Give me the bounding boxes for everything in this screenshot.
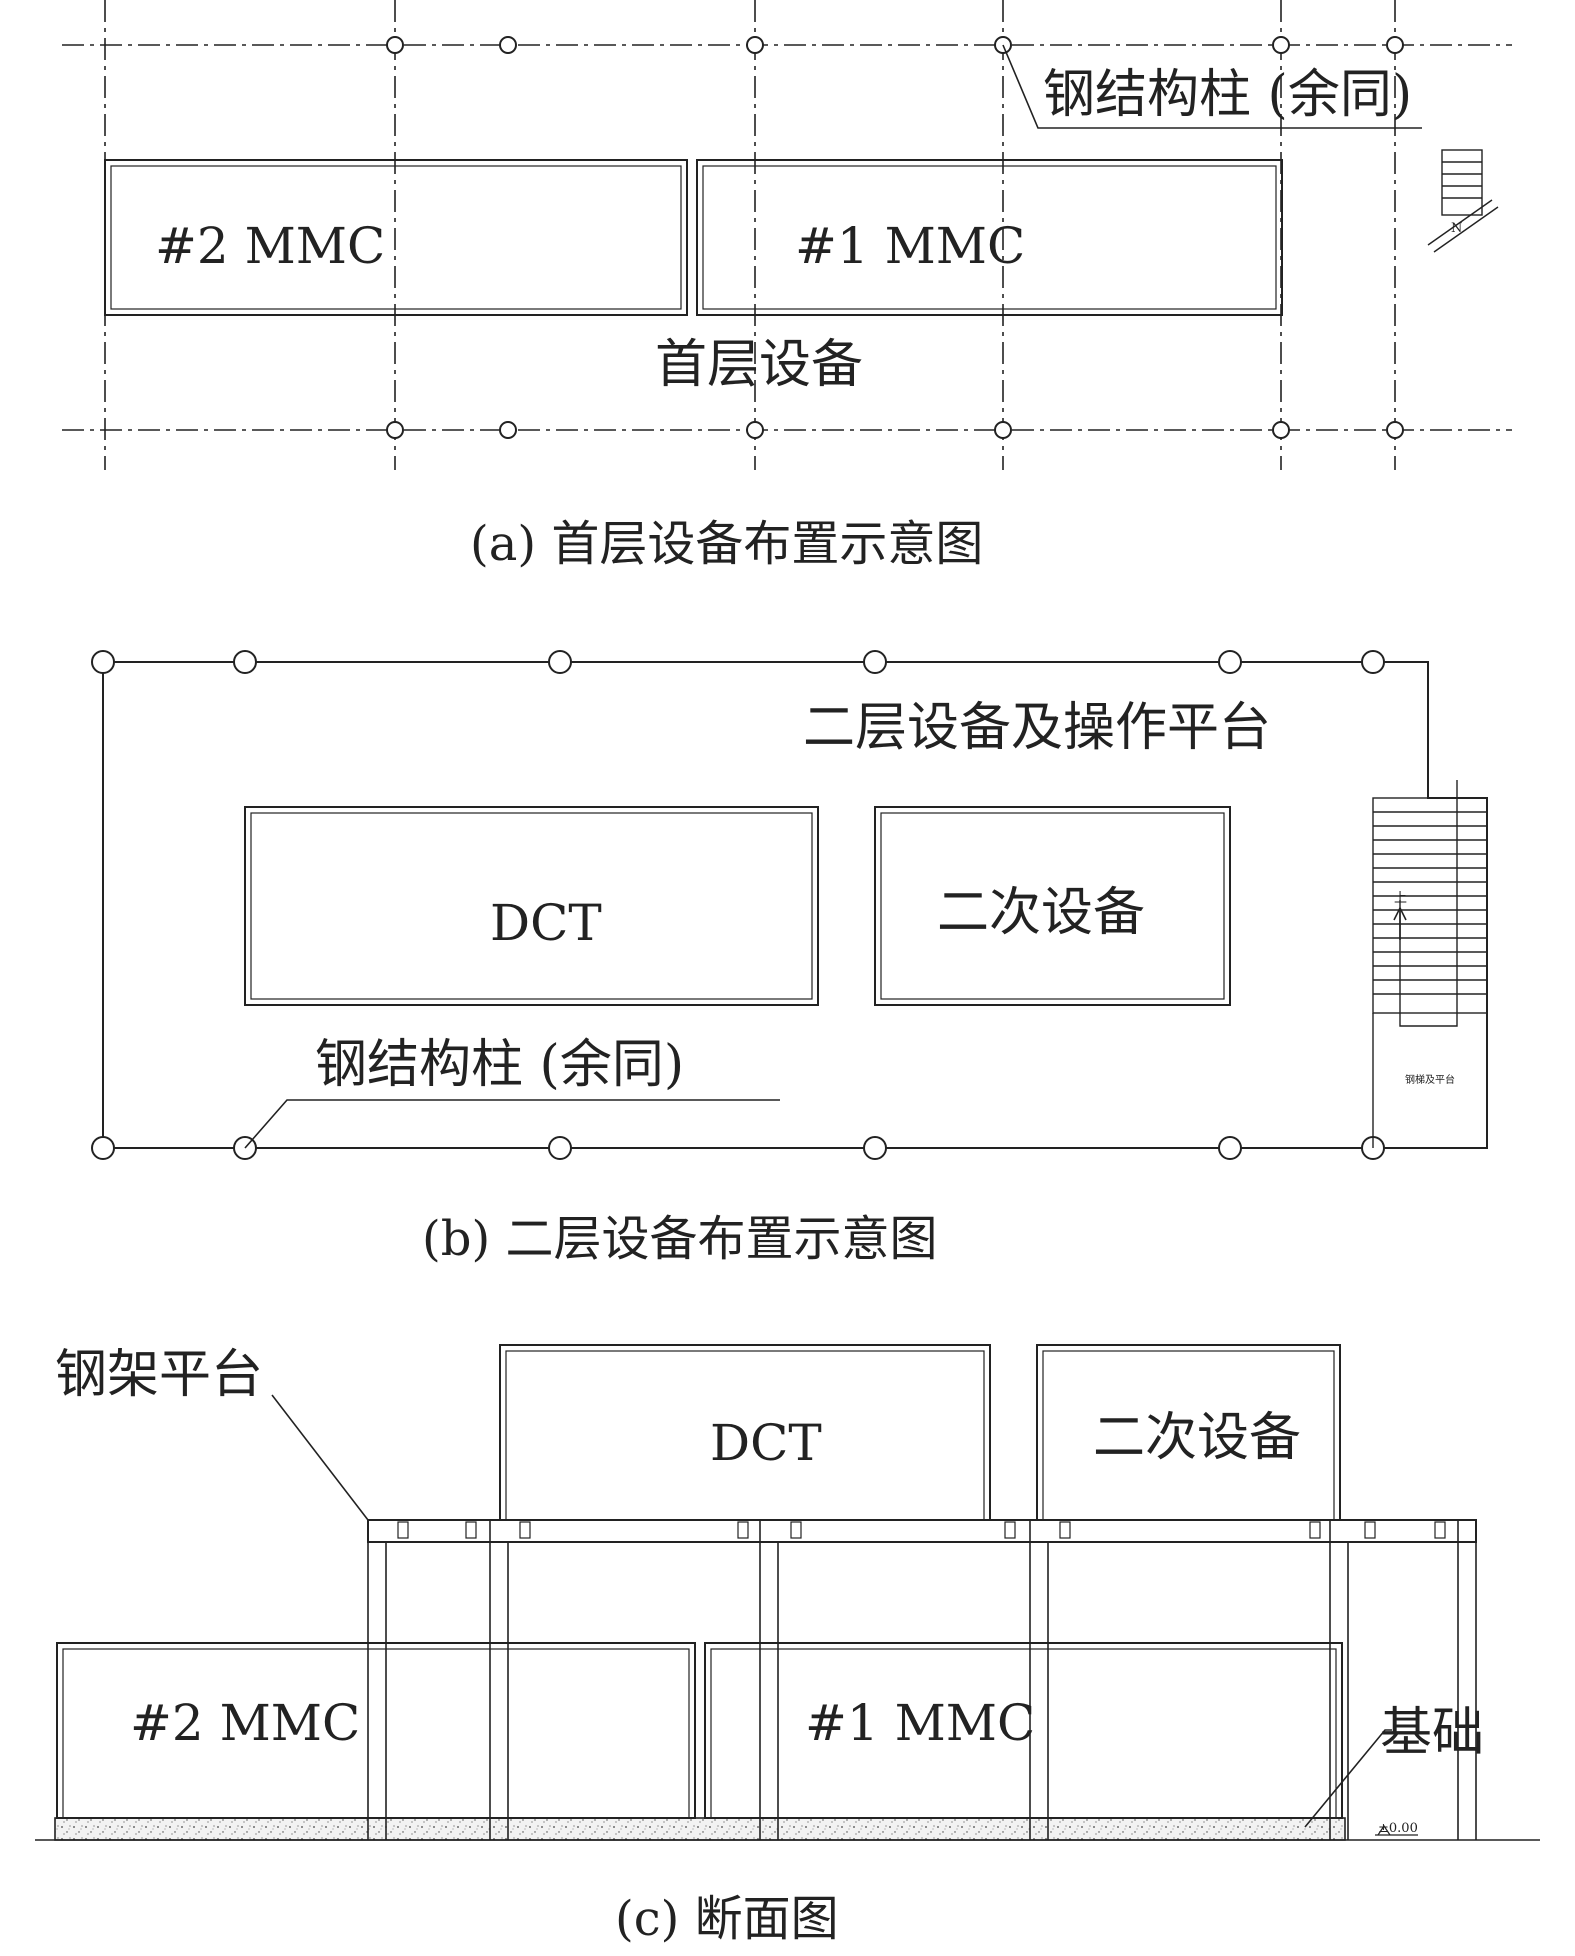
elevation-mark-icon [1375, 1824, 1418, 1836]
panel-b-floor-plan [91, 650, 1488, 1160]
dct-label-plan: DCT [490, 894, 602, 952]
secondary-label-plan: 二次设备 [937, 883, 1145, 943]
caption-c: (c) 断面图 [615, 1891, 839, 1947]
mmc-1-box-section [704, 1642, 1343, 1819]
secondary-label-section: 二次设备 [1093, 1408, 1301, 1468]
foundation-callout-leader [1304, 1729, 1392, 1828]
column-callout-text: 钢结构柱 (余同) [1043, 65, 1412, 125]
mmc-1-box [696, 159, 1283, 316]
grid-lines [62, 0, 1512, 470]
steel-columns [367, 1520, 1477, 1840]
stair-up-arrow-icon [1393, 906, 1407, 940]
column-callout-leader [1002, 44, 1422, 129]
secondary-box-section [1036, 1344, 1341, 1521]
stair-note: 钢梯及平台 [1405, 1073, 1455, 1086]
mmc-2-label: #2 MMC [155, 217, 385, 275]
stair-plan [1372, 780, 1488, 1148]
column-markers [91, 650, 1385, 1160]
mmc-2-box [104, 159, 688, 316]
mmc-1-label-section: #1 MMC [805, 1694, 1035, 1752]
platform-label: 二层设备及操作平台 [803, 698, 1271, 758]
caption-b: (b) 二层设备布置示意图 [422, 1211, 937, 1267]
platform-outline [102, 661, 1488, 1149]
deck-fittings [397, 1521, 1446, 1539]
secondary-box-plan [874, 806, 1231, 1006]
floor-label: 首层设备 [655, 335, 863, 395]
north-mark: N [1451, 221, 1462, 236]
column-markers [386, 36, 1404, 439]
stair-up-label: 上 [1394, 891, 1407, 906]
column-callout-leader [244, 1099, 780, 1149]
platform-callout-leader [271, 1394, 369, 1521]
dct-box-plan [244, 806, 819, 1006]
dct-box-section [499, 1344, 991, 1521]
north-arrow-icon [1427, 149, 1499, 253]
foundation-callout-text: 基础 [1380, 1703, 1484, 1763]
foundation-strip [54, 1817, 1346, 1841]
mmc-1-label: #1 MMC [795, 217, 1025, 275]
platform-callout-text: 钢架平台 [55, 1345, 263, 1405]
column-callout-text: 钢结构柱 (余同) [315, 1035, 684, 1095]
mmc-2-label-section: #2 MMC [130, 1694, 360, 1752]
panel-a-floor-plan [62, 0, 1512, 470]
mmc-2-box-section [56, 1642, 696, 1819]
panel-c-section [35, 1344, 1540, 1841]
elevation-label: ±0.00 [1378, 1821, 1418, 1836]
caption-a: (a) 首层设备布置示意图 [470, 516, 983, 572]
dct-label-section: DCT [710, 1414, 822, 1472]
